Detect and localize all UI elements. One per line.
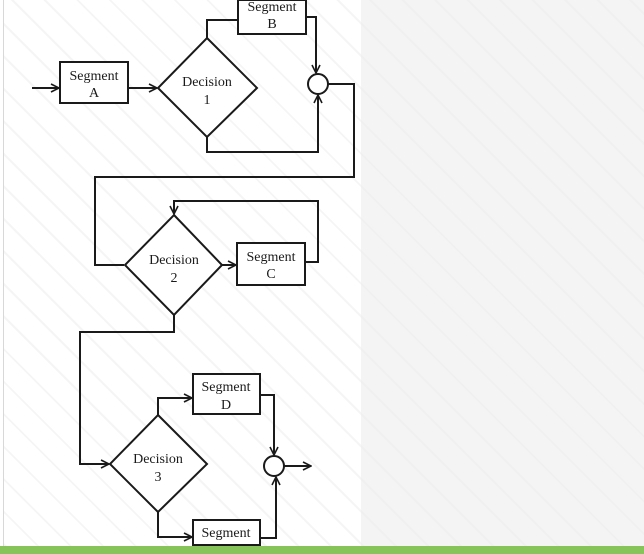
decision-1: Decision 1 (156, 36, 259, 139)
connector-d2-d3 (79, 315, 175, 464)
bottom-bar (0, 546, 644, 554)
segment-a-letter: A (89, 86, 100, 101)
segment-d-letter: D (221, 398, 231, 413)
segment-c-letter: C (266, 267, 275, 282)
decision-2: Decision 2 (123, 213, 224, 317)
segment-c-label: Segment (247, 250, 296, 265)
connector-d-join2 (260, 394, 274, 455)
connector-d1-b (206, 19, 238, 38)
connector-c-loop (174, 200, 319, 263)
decision-1-label: Decision (182, 75, 232, 90)
decision-3-number: 3 (155, 470, 162, 485)
decision-1-number: 1 (204, 93, 211, 108)
connector-d3-e (157, 512, 192, 537)
decision-2-number: 2 (171, 271, 178, 286)
segment-a-label: Segment (70, 69, 119, 84)
segment-c: Segment C (236, 242, 306, 286)
decision-3-label: Decision (133, 452, 183, 467)
join-circle-1 (307, 73, 329, 95)
segment-d: Segment D (192, 373, 261, 415)
decision-3: Decision 3 (108, 413, 209, 514)
connector-b-join1 (306, 16, 316, 73)
join-circle-2 (263, 455, 285, 477)
connector-e-join2 (260, 477, 276, 539)
decision-2-label: Decision (149, 253, 199, 268)
connector-d1-join1 (206, 95, 318, 153)
segment-b-letter: B (267, 17, 276, 32)
diagram-frame: Segment A Segment B Segment C Segment D … (3, 0, 644, 546)
segment-d-label: Segment (202, 380, 251, 395)
segment-e-label: Segment (202, 526, 251, 541)
segment-b: Segment B (237, 0, 307, 35)
segment-b-label: Segment (248, 0, 297, 15)
connector-join1-d2 (94, 83, 355, 266)
segment-a: Segment A (59, 61, 129, 104)
flowchart: Segment A Segment B Segment C Segment D … (32, 0, 355, 546)
connector-d3-d (157, 398, 192, 415)
segment-e: Segment (192, 519, 261, 546)
right-pane (361, 0, 644, 546)
